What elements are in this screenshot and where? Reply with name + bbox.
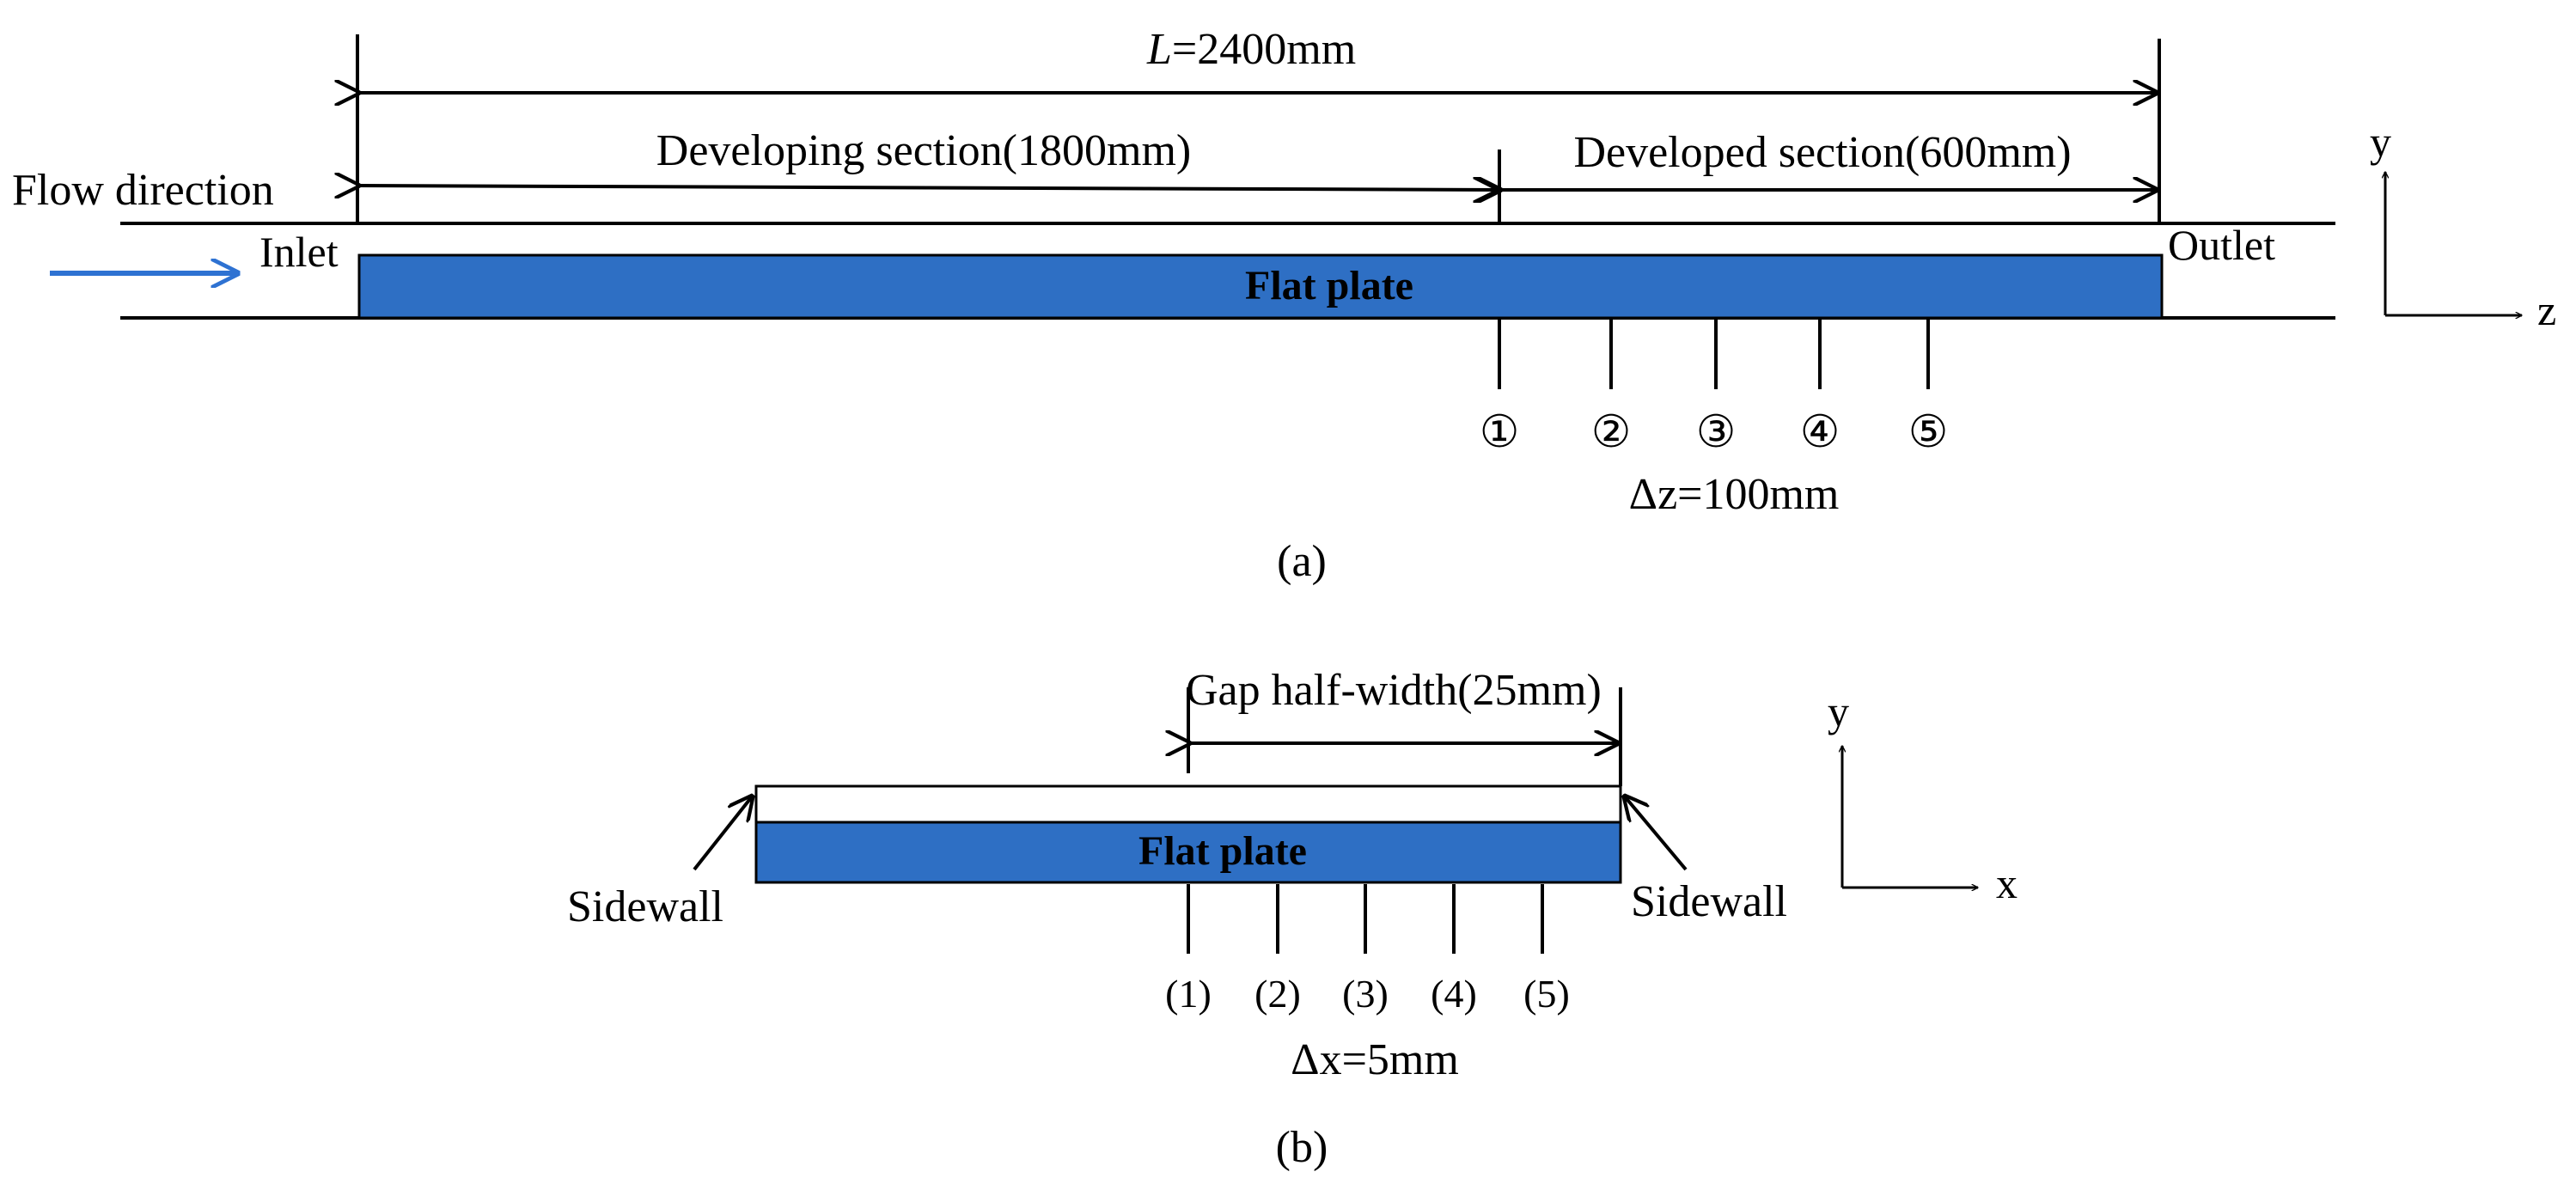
sidewall-left-arrow: [693, 796, 753, 871]
developed-section-label: Developed section(600mm): [1573, 128, 2071, 177]
outlet-label: Outlet: [2168, 221, 2275, 269]
flat-plate-b-label: Flat plate: [1138, 828, 1307, 874]
probe-label-1: ①: [1480, 408, 1520, 457]
probe-b-label-2: (2): [1254, 972, 1301, 1016]
caption-a: (a): [1277, 537, 1327, 586]
flow-direction-label: Flow direction: [12, 166, 274, 215]
sidewall-right-arrow: [1624, 796, 1688, 871]
caption-b: (b): [1276, 1123, 1328, 1172]
developing-section-dimension: [359, 186, 1498, 190]
probe-label-4: ④: [1800, 408, 1840, 457]
axis-x-b-label: x: [1996, 859, 2017, 907]
sidewall-left-label: Sidewall: [567, 882, 723, 931]
flat-plate-b: [754, 821, 1622, 884]
sidewall-right-label: Sidewall: [1631, 877, 1787, 926]
flat-plate-a-label: Flat plate: [1245, 263, 1413, 308]
inlet-label: Inlet: [259, 228, 339, 276]
developing-section-label: Developing section(1800mm): [656, 126, 1191, 175]
probe-label-3: ③: [1696, 408, 1737, 457]
flat-plate-a: [357, 253, 2164, 320]
probe-b-label-3: (3): [1342, 972, 1389, 1016]
axis-y-b-label: y: [1828, 687, 1849, 735]
probe-b-label-4: (4): [1431, 972, 1477, 1016]
gap-half-width-label: Gap half-width(25mm): [1186, 666, 1602, 715]
panel-b: Gap half-width(25mm) Flat plate Sidewall…: [567, 666, 2017, 1172]
panel-a: L=2400mm Developing section(1800mm) Deve…: [12, 25, 2556, 586]
probe-label-2: ②: [1591, 408, 1632, 457]
gap-region: [754, 784, 1622, 824]
axis-y-a-label: y: [2370, 118, 2391, 166]
probe-spacing-label-b: Δx=5mm: [1291, 1035, 1459, 1084]
total-length-label: L=2400mm: [1146, 25, 1356, 74]
probe-spacing-label-a: Δz=100mm: [1629, 470, 1840, 519]
probe-label-5: ⑤: [1908, 408, 1949, 457]
probe-b-label-5: (5): [1523, 972, 1570, 1016]
axis-z-a-label: z: [2537, 286, 2556, 334]
probe-b-label-1: (1): [1165, 972, 1212, 1016]
